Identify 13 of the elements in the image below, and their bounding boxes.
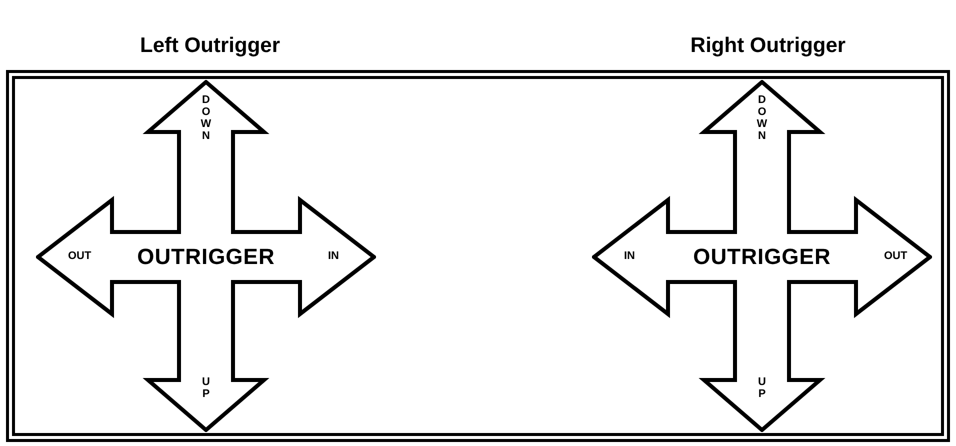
control-label: OUTRIGGER [137, 244, 275, 270]
direction-label: UP [757, 376, 767, 400]
control-label: OUTRIGGER [693, 244, 831, 270]
direction-label: DOWN [756, 94, 768, 142]
heading: Left Outrigger [140, 34, 280, 58]
direction-label: UP [201, 376, 211, 400]
panel-frame [6, 70, 950, 442]
direction-label: OUT [884, 250, 908, 262]
direction-label: IN [624, 250, 635, 262]
direction-label: IN [328, 250, 339, 262]
direction-label: DOWN [200, 94, 212, 142]
heading: Right Outrigger [690, 34, 846, 58]
direction-label: OUT [68, 250, 92, 262]
